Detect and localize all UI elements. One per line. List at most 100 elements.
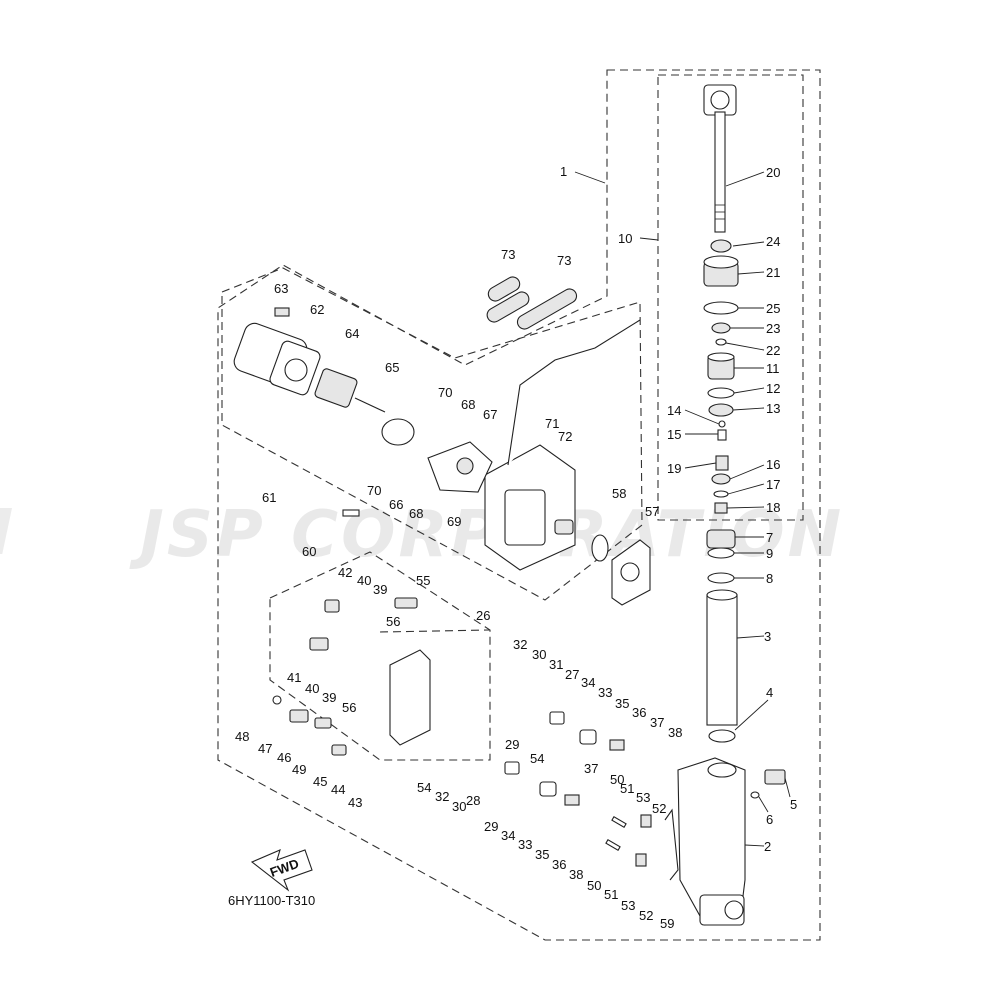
callout-40a: 40 [357,573,371,588]
part-15 [717,429,727,441]
callout-23: 23 [766,321,780,336]
part-9 [707,547,735,559]
callout-31: 31 [549,657,563,672]
callout-50a: 50 [610,772,624,787]
callout-33a: 33 [598,685,612,700]
callout-34a: 34 [581,675,595,690]
motor-assembly [233,276,651,606]
part-71-72-pump-block [484,444,576,571]
part-19-spring [715,455,729,471]
callout-57: 57 [645,504,659,519]
part-14 [718,420,726,428]
callout-17: 17 [766,477,780,492]
callout-46: 46 [277,750,291,765]
callout-64: 64 [345,326,359,341]
callout-18: 18 [766,500,780,515]
leader-lines [574,171,791,847]
callout-13: 13 [766,401,780,416]
part-62-motor-housing [233,322,321,396]
callout-38b: 38 [569,867,583,882]
part-13 [708,403,734,417]
callout-37b: 37 [584,761,598,776]
callout-53b: 53 [621,898,635,913]
callout-35a: 35 [615,696,629,711]
part-59-clip [664,808,679,881]
part-63-bolt [274,307,290,317]
callout-49: 49 [292,762,306,777]
callout-63: 63 [274,281,288,296]
callout-3: 3 [764,629,771,644]
callout-69: 69 [447,514,461,529]
callout-41: 41 [287,670,301,685]
callout-60: 60 [302,544,316,559]
callout-54b: 54 [417,780,431,795]
part-50a-pin [611,816,627,828]
callout-61: 61 [262,490,276,505]
callout-12: 12 [766,381,780,396]
part-36b-spring [564,794,580,806]
callout-24: 24 [766,234,780,249]
callout-5: 5 [790,797,797,812]
part-73b [516,288,578,330]
part-6 [750,791,760,799]
part-48 [272,695,282,705]
callout-15: 15 [667,427,681,442]
part-2-body [677,757,746,926]
part-8 [707,572,735,584]
part-42 [324,599,340,613]
callout-55: 55 [416,573,430,588]
callout-56a: 56 [386,614,400,629]
part-33b [539,781,557,797]
part-22 [715,338,727,346]
callout-71: 71 [545,416,559,431]
callout-19: 19 [667,461,681,476]
part-53b-spring [635,853,647,867]
callout-40b: 40 [305,681,319,696]
lead-wire [507,319,641,466]
callout-58: 58 [612,486,626,501]
part-7 [706,529,736,549]
callout-66: 66 [389,497,403,512]
callout-36a: 36 [632,705,646,720]
callout-68b: 68 [409,506,423,521]
part-65-oring [381,418,415,446]
callout-11: 11 [766,361,780,376]
callout-1: 1 [560,164,567,179]
part-60-bolt [342,509,360,517]
part-28 [504,761,520,775]
part-17 [713,490,729,498]
part-53a-spring [640,814,652,828]
callout-25: 25 [766,301,780,316]
callout-52a: 52 [652,801,666,816]
callout-53a: 53 [636,790,650,805]
part-55 [394,597,418,609]
part-12 [707,387,735,399]
callout-30a: 30 [532,647,546,662]
callout-52b: 52 [639,908,653,923]
callout-37a: 37 [650,715,664,730]
callout-39a: 39 [373,582,387,597]
callout-56b: 56 [342,700,356,715]
callout-21: 21 [766,265,780,280]
callout-labels: 1 2 3 4 5 6 7 8 9 10 11 12 13 14 15 16 1… [235,164,797,931]
part-57-gasket [611,539,651,606]
callout-70a: 70 [438,385,452,400]
part-16 [711,473,731,485]
callout-44: 44 [331,782,345,797]
callout-65: 65 [385,360,399,375]
callout-47: 47 [258,741,272,756]
callout-30b: 30 [452,799,466,814]
part-49-spring [314,717,332,729]
callout-9: 9 [766,546,773,561]
callout-33b: 33 [518,837,532,852]
part-64-armature [314,368,386,413]
fwd-arrow: FWD [250,849,313,892]
part-4 [708,729,736,743]
callout-51a: 51 [620,781,634,796]
part-25-oring [703,301,739,315]
part-36a-spring [609,739,625,751]
part-27 [549,711,565,725]
piston-rod [703,84,737,233]
callout-36b: 36 [552,857,566,872]
